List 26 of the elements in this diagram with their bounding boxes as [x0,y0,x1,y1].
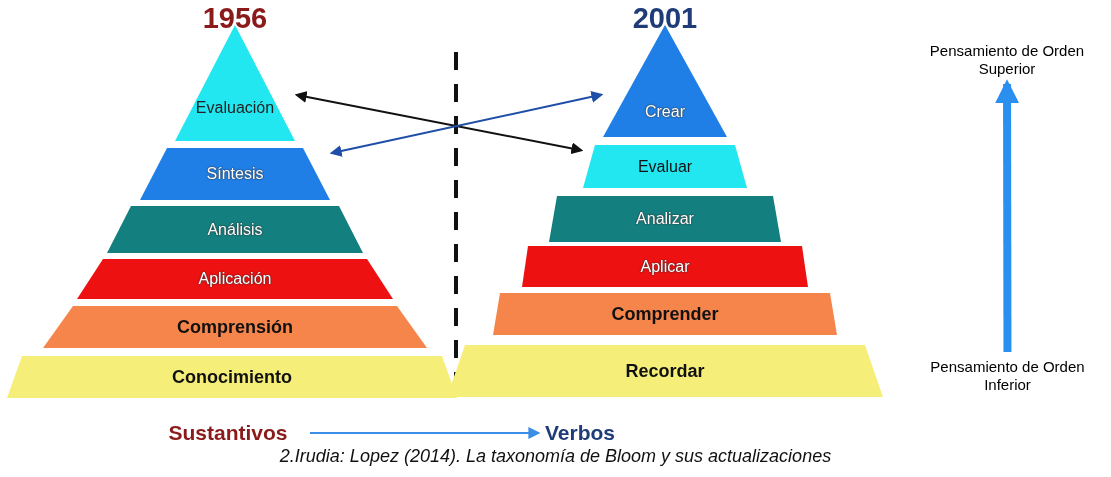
level-label: Conocimiento [172,366,292,388]
level-label: Síntesis [206,165,264,183]
level-label: Recordar [625,360,705,382]
arrow [309,427,541,439]
scale-label: Pensamiento de Orden Inferior [929,358,1086,394]
level-label: Comprensión [177,316,293,338]
category-label: Verbos [544,421,615,445]
level-label: Analizar [636,210,694,228]
pyramid-level [493,293,837,335]
year-heading: 2001 [631,2,699,35]
level-label: Evaluación [195,99,275,117]
level-label: Comprender [611,303,719,325]
pyramid-level [7,356,457,398]
level-label: Aplicar [640,257,690,276]
level-label: Crear [645,103,685,121]
caption: 2.Irudia: Lopez (2014). La taxonomía de Bloom y sus actualizaciones [278,446,833,467]
year-heading: 1956 [201,2,269,35]
level-label: Evaluar [637,157,693,176]
pyramid-level [522,246,808,287]
level-label: Análisis [207,220,263,239]
level-label: Aplicación [198,270,272,288]
category-label: Sustantivos [168,421,288,445]
pyramid-level [549,196,781,242]
arrow [329,91,604,157]
arrow [294,91,584,155]
scale-label: Pensamiento de Orden Superior [928,42,1086,78]
